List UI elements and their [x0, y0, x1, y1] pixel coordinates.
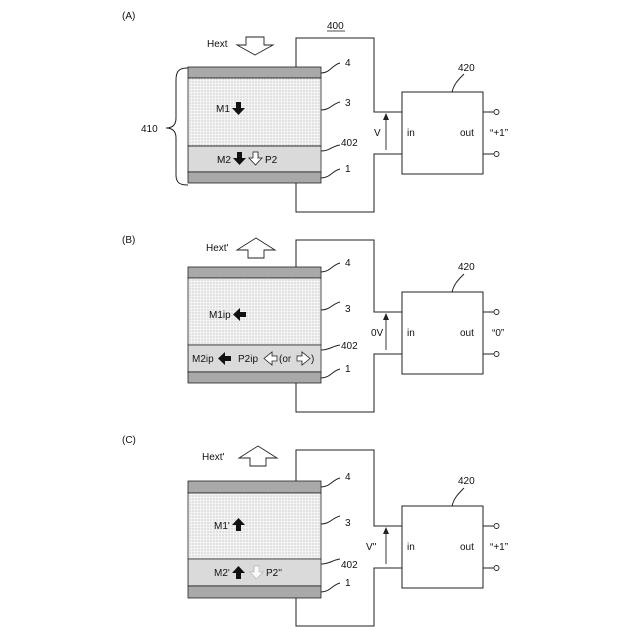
leader-3: [321, 516, 340, 524]
in-label: in: [407, 328, 415, 339]
p2-label: P2: [265, 155, 278, 166]
output-value: “+1”: [490, 128, 508, 139]
leader-420: [452, 488, 464, 506]
leader-1: [321, 369, 340, 378]
ref-top: 4: [345, 58, 351, 69]
leader-420: [452, 274, 464, 292]
ref-mid: 3: [345, 98, 351, 109]
stack-label: 410: [141, 124, 158, 135]
ref-mid: 3: [345, 304, 351, 315]
stack-brace: [166, 68, 188, 185]
leader-1: [321, 169, 340, 178]
field-label: Hext': [202, 452, 225, 463]
leader-1: [321, 583, 340, 592]
panel-b: (B) Hext' M1ip M2ip P2ip (or ) 4 3 402 1…: [122, 235, 504, 412]
panel-tag: (A): [122, 11, 135, 22]
voltage-label: V: [374, 128, 381, 139]
output-terminal-top: [494, 110, 499, 115]
out-label: out: [460, 542, 474, 553]
field-label: Hext: [207, 39, 228, 50]
p2-label: P2ip: [238, 354, 258, 365]
leader-402: [321, 145, 340, 151]
output-terminal-top: [494, 310, 499, 315]
out-label: out: [460, 128, 474, 139]
layer-magnetic-m1: [188, 278, 321, 345]
ref-top: 4: [345, 472, 351, 483]
output-value: “0”: [492, 328, 504, 339]
layer-top-electrode: [188, 267, 321, 278]
panel-tag: (B): [122, 235, 135, 246]
m1-label: M1ip: [209, 310, 231, 321]
leader-402: [321, 559, 340, 564]
layer-bottom-electrode: [188, 372, 321, 383]
leader-402: [321, 345, 340, 350]
in-label: in: [407, 128, 415, 139]
leader-4: [321, 478, 340, 487]
m2-label: M2ip: [192, 354, 214, 365]
layer-magnetic-m1: [188, 493, 321, 559]
output-terminal-top: [494, 524, 499, 529]
ref-bot: 1: [345, 164, 351, 175]
leader-3: [321, 302, 340, 310]
output-value: “+1”: [490, 542, 508, 553]
panel-tag: (C): [122, 435, 136, 446]
layer-magnetic-m1: [188, 78, 321, 146]
out-label: out: [460, 328, 474, 339]
field-arrow-down-icon: [237, 37, 273, 55]
layer-top-electrode: [188, 481, 321, 493]
ref-bot: 1: [345, 364, 351, 375]
voltage-label: V'': [366, 542, 377, 553]
panel-c: (C) Hext' M1' M2' P2'' 4 3 402 1 V'' in …: [122, 435, 508, 626]
voltage-arrow-head-icon: [383, 527, 389, 534]
layer-bottom-electrode: [188, 586, 321, 598]
p2-note: (or: [279, 354, 292, 365]
m1-label: M1': [214, 521, 230, 532]
m2-label: M2: [217, 155, 231, 166]
leader-420: [452, 74, 464, 92]
layer-bottom-electrode: [188, 172, 321, 183]
leader-4: [321, 263, 340, 272]
voltage-label: 0V: [371, 328, 384, 339]
in-label: in: [407, 542, 415, 553]
block-ref: 420: [458, 476, 475, 487]
block-ref: 420: [458, 262, 475, 273]
leader-4: [321, 63, 340, 73]
ref-402: 402: [341, 138, 358, 149]
block-ref: 420: [458, 63, 475, 74]
voltage-arrow-head-icon: [383, 313, 389, 320]
output-terminal-bottom: [494, 566, 499, 571]
leader-3: [321, 102, 340, 110]
m2-label: M2': [214, 568, 230, 579]
field-arrow-up-icon: [239, 446, 277, 466]
field-arrow-up-icon: [237, 238, 275, 258]
m1-label: M1: [216, 104, 230, 115]
ref-top: 4: [345, 258, 351, 269]
ref-402: 402: [341, 341, 358, 352]
ref-bot: 1: [345, 578, 351, 589]
layer-top-electrode: [188, 67, 321, 78]
voltage-arrow-head-icon: [383, 113, 389, 120]
output-terminal-bottom: [494, 152, 499, 157]
ref-402: 402: [341, 560, 358, 571]
p2-label: P2'': [266, 568, 282, 579]
field-label: Hext': [206, 243, 229, 254]
panel-a: (A) Hext 410 M1 M2 P2 4 3 402 1 V: [122, 11, 508, 212]
figure-number: 400: [327, 21, 344, 32]
output-terminal-bottom: [494, 352, 499, 357]
p2-note-close: ): [311, 354, 314, 365]
ref-mid: 3: [345, 518, 351, 529]
